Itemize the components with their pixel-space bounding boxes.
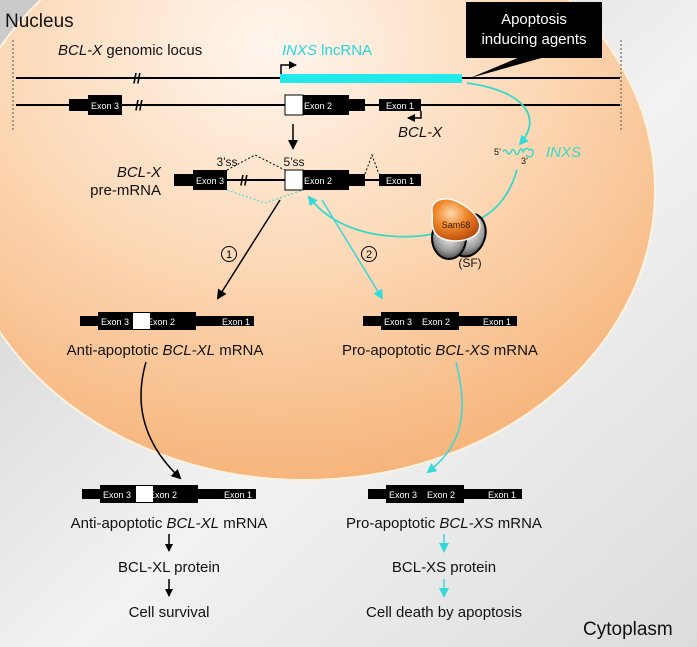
svg-text:Exon 1: Exon 1 — [488, 490, 516, 500]
cytoplasm-label: Cytoplasm — [583, 619, 673, 640]
svg-text:5’: 5’ — [494, 147, 501, 157]
bcl-x-gene-label: BCL-X — [398, 124, 443, 141]
svg-text:Exon 3: Exon 3 — [384, 317, 412, 327]
nucleus-region — [0, 0, 656, 481]
pre-mrna-label: pre-mRNA — [90, 182, 161, 199]
genomic-exon1 — [379, 99, 421, 111]
genomic-exon3 — [88, 95, 122, 115]
pathway-1-arrow — [216, 199, 281, 300]
svg-text:Exon 2: Exon 2 — [422, 317, 450, 327]
xs-splice-line — [226, 189, 304, 204]
3ss-label: 3’ss — [216, 155, 237, 169]
nuclear-xs-mrna-label: Pro-apoptotic BCL-XS mRNA — [342, 342, 538, 359]
genomic-exon2-alt-region — [284, 94, 304, 116]
pre-mrna-exon1 — [379, 174, 421, 186]
nuclear-bcl-xs-mrna: Exon 3 Exon 2 Exon 1 — [363, 312, 517, 330]
inxs-rna-structure: 5’ 3’ INXS — [494, 144, 581, 166]
cell-death-label: Cell death by apoptosis — [366, 604, 522, 621]
svg-text:Exon 2: Exon 2 — [304, 176, 332, 186]
svg-text:Exon 1: Exon 1 — [224, 490, 252, 500]
xs-export-arrow — [426, 361, 463, 474]
svg-text:2: 2 — [366, 249, 372, 261]
svg-text://: // — [240, 172, 248, 188]
cytoplasm-xl-mrna-label: Anti-apoptotic BCL-XL mRNA — [71, 515, 268, 532]
svg-text:Exon 3: Exon 3 — [91, 101, 119, 111]
pathway-2-arrow — [321, 199, 384, 300]
pre-mrna-exon2 — [303, 170, 349, 190]
svg-text:1: 1 — [226, 249, 232, 261]
svg-text:3’: 3’ — [521, 156, 528, 166]
sam68-protein-icon — [431, 198, 481, 242]
inxs-label: INXS — [546, 144, 581, 161]
genomic-locus-title: BCL-X genomic locus — [58, 42, 202, 59]
sam68-sf-complex: Sam68 (SF) — [431, 198, 487, 270]
cytoplasm-xs-mrna-label: Pro-apoptotic BCL-XS mRNA — [346, 515, 542, 532]
svg-text:Exon 3: Exon 3 — [101, 317, 129, 327]
svg-text:Exon 3: Exon 3 — [103, 490, 131, 500]
bcl-xs-protein-label: BCL-XS protein — [392, 559, 496, 576]
5ss-label: 5’ss — [283, 155, 304, 169]
inxs-promoter-arrow — [280, 61, 297, 74]
bcl-xl-protein-label: BCL-XL protein — [118, 559, 220, 576]
callout-line1: Apoptosis — [501, 11, 567, 28]
svg-text:Exon 3: Exon 3 — [196, 176, 224, 186]
sf-label: (SF) — [458, 256, 481, 270]
svg-text:Exon 1: Exon 1 — [483, 317, 511, 327]
inxs-lncrna-bar — [280, 74, 462, 83]
svg-text:Exon 2: Exon 2 — [304, 101, 332, 111]
pre-mrna-exon3 — [193, 170, 227, 190]
cytoplasm-bcl-xl-mrna: Exon 3 Exon 2 Exon 1 — [82, 485, 256, 503]
svg-text:Exon 2: Exon 2 — [427, 490, 455, 500]
svg-text:Exon 3: Exon 3 — [389, 490, 417, 500]
inxs-stem-loop-icon — [502, 147, 534, 158]
exon1-splice-line — [364, 153, 380, 175]
sam68-label: Sam68 — [442, 220, 471, 230]
cell-survival-label: Cell survival — [129, 604, 210, 621]
break-mark: // — [133, 70, 141, 86]
svg-text:Exon 2: Exon 2 — [147, 317, 175, 327]
apoptosis-callout: Apoptosis inducing agents — [466, 2, 602, 78]
svg-text:Exon 1: Exon 1 — [386, 176, 414, 186]
nucleus-label: Nucleus — [5, 11, 74, 32]
genomic-title-gene: BCL-X — [58, 42, 103, 59]
callout-line2: inducing agents — [481, 31, 586, 48]
pre-mrna-gene-label: BCL-X — [117, 164, 162, 181]
pre-mrna-structure: Exon 3 // Exon 2 Exon 1 3’ss 5’ss — [174, 153, 421, 204]
nuclear-xl-mrna-label: Anti-apoptotic BCL-XL mRNA — [67, 342, 264, 359]
inxs-lncrna-label: INXS lncRNA — [282, 42, 372, 59]
svg-text://: // — [135, 97, 143, 113]
svg-text:Exon 2: Exon 2 — [149, 490, 177, 500]
svg-text:Exon 1: Exon 1 — [386, 101, 414, 111]
xl-export-arrow — [140, 361, 182, 480]
pathway-1-number: 1 — [221, 246, 237, 262]
genomic-title-rest: genomic locus — [102, 42, 202, 59]
genomic-exon2 — [303, 95, 349, 115]
pathway-2-number: 2 — [361, 246, 377, 262]
bcl-x-promoter-arrow — [407, 111, 422, 122]
nuclear-bcl-xl-mrna: Exon 3 Exon 2 Exon 1 — [80, 312, 254, 330]
cytoplasm-bcl-xs-mrna: Exon 3 Exon 2 Exon 1 — [368, 485, 522, 503]
inxs-transcript-arrow — [466, 82, 531, 146]
svg-text:Exon 1: Exon 1 — [222, 317, 250, 327]
